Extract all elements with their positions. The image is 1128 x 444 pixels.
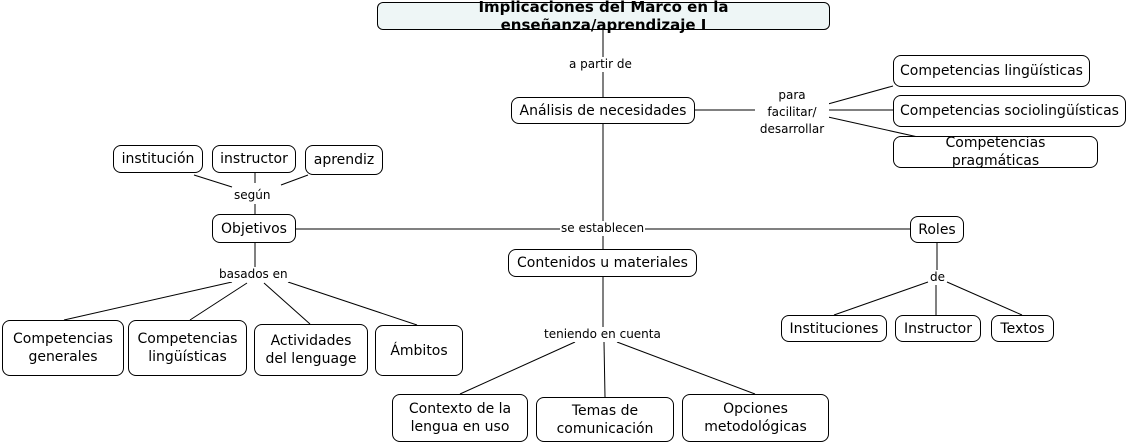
node-roles[interactable]: Roles xyxy=(910,216,964,243)
connector xyxy=(193,174,233,188)
node-instructor[interactable]: instructor xyxy=(212,145,296,173)
node-comp-prag[interactable]: Competencias pragmáticas xyxy=(893,135,1098,169)
connector xyxy=(280,174,309,186)
node-actividades[interactable]: Actividades del lenguage xyxy=(254,324,368,376)
node-contenidos[interactable]: Contenidos u materiales xyxy=(508,249,697,277)
connector xyxy=(827,116,919,138)
connector xyxy=(827,85,894,105)
node-comp-ling-bottom[interactable]: Competencias lingüísticas xyxy=(128,320,247,376)
diagram-title: Implicaciones del Marco en la enseñanza/… xyxy=(377,0,830,34)
connector xyxy=(63,281,233,321)
link-label-a-partir-de: a partir de xyxy=(568,57,633,72)
connector xyxy=(263,282,311,325)
connector xyxy=(833,281,929,316)
connector xyxy=(946,281,1023,316)
node-temas[interactable]: Temas de comunicación xyxy=(536,397,674,442)
node-objetivos[interactable]: Objetivos xyxy=(212,214,296,243)
node-comp-generales[interactable]: Competencias generales xyxy=(2,320,124,376)
link-label-segun: según xyxy=(233,188,272,203)
node-ambitos[interactable]: Ámbitos xyxy=(375,325,463,376)
node-contexto[interactable]: Contexto de la lengua en uso xyxy=(392,394,528,442)
node-instituciones[interactable]: Instituciones xyxy=(781,315,887,342)
node-institucion[interactable]: institución xyxy=(113,145,203,173)
node-analisis[interactable]: Análisis de necesidades xyxy=(511,97,695,124)
connector xyxy=(287,281,418,326)
link-label-para: para facilitar/ desarrollar xyxy=(755,87,829,138)
connector xyxy=(616,341,756,395)
connector xyxy=(459,341,576,395)
node-opciones[interactable]: Opciones metodológicas xyxy=(682,394,829,442)
link-label-basados-en: basados en xyxy=(218,267,289,282)
node-comp-ling-top[interactable]: Competencias lingüísticas xyxy=(893,55,1090,87)
node-aprendiz[interactable]: aprendiz xyxy=(305,145,383,175)
link-label-de: de xyxy=(929,270,946,285)
node-instructor-roles[interactable]: Instructor xyxy=(895,315,981,342)
connector xyxy=(189,282,248,321)
connector xyxy=(603,341,606,398)
node-textos[interactable]: Textos xyxy=(991,315,1054,342)
node-comp-socio[interactable]: Competencias sociolingüísticas xyxy=(893,95,1126,127)
link-label-se-establecen: se establecen xyxy=(560,221,646,236)
link-label-teniendo: teniendo en cuenta xyxy=(543,327,662,342)
